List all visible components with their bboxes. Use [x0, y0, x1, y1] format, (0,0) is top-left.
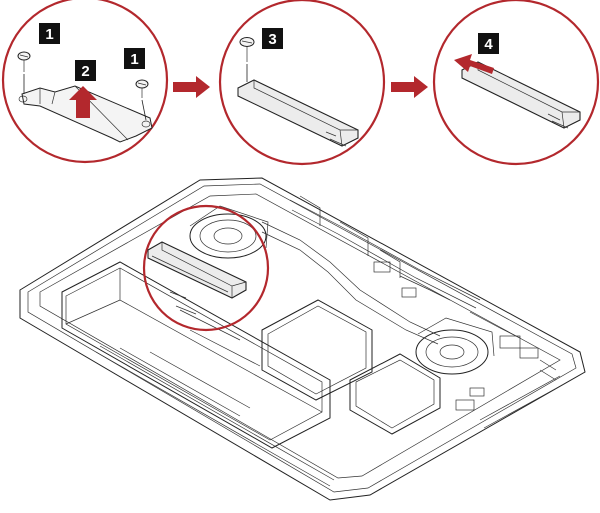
battery: [61, 261, 331, 449]
screw-icon: [239, 37, 255, 82]
battery-cells: [261, 299, 441, 435]
step-badge-2: 2: [75, 60, 96, 81]
screw-icon: [135, 79, 149, 121]
step-number: 3: [268, 31, 276, 48]
cooling-fan-left: [189, 205, 269, 259]
panel-step-1-2: 1 2 1: [1, 0, 169, 164]
laptop-base-internals: [19, 177, 586, 501]
panel-step-4: 4: [432, 0, 600, 166]
cooling-fan-right: [415, 317, 495, 375]
step-badge-1-right: 1: [124, 48, 145, 69]
callout-circle-2: [218, 0, 386, 166]
mainboard: [119, 195, 557, 417]
screw-icon: [17, 51, 31, 94]
flow-arrow-icon: [391, 76, 428, 98]
step-number: 1: [45, 26, 53, 43]
heat-pipe: [261, 221, 441, 345]
step-number: 4: [484, 36, 493, 53]
step-number: 1: [130, 51, 138, 68]
insert-arrow-icon: [454, 54, 494, 74]
step-badge-4: 4: [478, 33, 499, 54]
ssd-location-callout: [142, 204, 270, 332]
flow-arrow-icon: [173, 76, 210, 98]
step-badge-1-left: 1: [39, 23, 60, 44]
step-badge-3: 3: [262, 28, 283, 49]
chassis-outline: [19, 177, 586, 501]
step-number: 2: [81, 63, 89, 80]
lift-arrow-icon: [69, 86, 97, 118]
panel-step-3: 3: [218, 0, 386, 166]
